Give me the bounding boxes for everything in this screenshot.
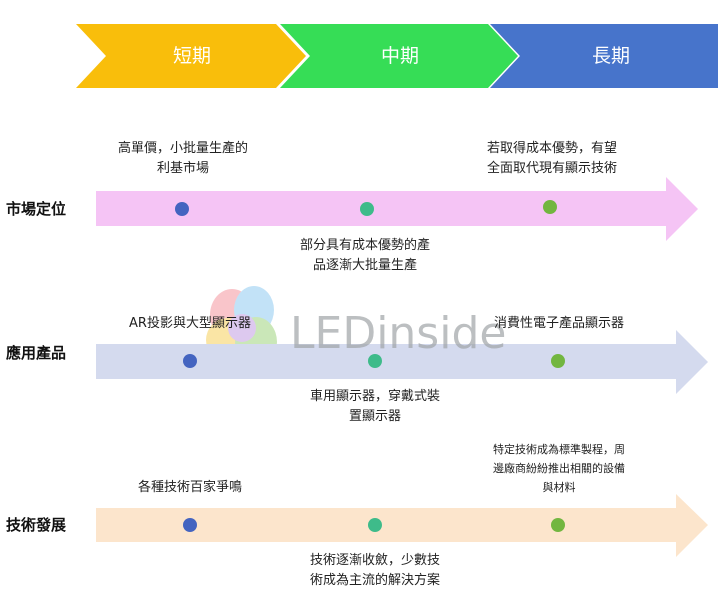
note-line: 與材料 bbox=[542, 481, 576, 494]
note-line: 車用顯示器，穿戴式裝 bbox=[309, 389, 440, 404]
phase-chevron-short bbox=[76, 24, 306, 88]
note-line: 高單價，小批量生產的 bbox=[117, 141, 248, 156]
note-line: 技術逐漸收斂，少數技 bbox=[309, 553, 440, 568]
row-title-applications: 應用產品 bbox=[6, 344, 67, 362]
row-arrow-technology bbox=[96, 494, 708, 557]
logo-petal bbox=[228, 314, 256, 342]
timeline-dot-mid bbox=[368, 354, 382, 368]
note-line: 利基市場 bbox=[156, 161, 209, 176]
note-line: 特定技術成為標準製程，周 bbox=[493, 443, 625, 456]
phase-label-long: 長期 bbox=[591, 45, 630, 67]
phase-chevron-long bbox=[490, 24, 718, 88]
note-line: AR投影與大型顯示器 bbox=[129, 316, 251, 331]
note-application-long: 消費性電子產品顯示器 bbox=[474, 314, 644, 334]
note-line: 置顯示器 bbox=[348, 409, 401, 424]
note-line: 品逐漸大批量生產 bbox=[312, 258, 417, 273]
row-title-technology: 技術發展 bbox=[6, 516, 67, 534]
timeline-dot-short bbox=[183, 518, 197, 532]
timeline-dot-long bbox=[551, 354, 565, 368]
note-technology-short: 各種技術百家爭鳴 bbox=[120, 478, 260, 498]
row-arrow-application bbox=[96, 330, 708, 394]
timeline-dot-short bbox=[183, 354, 197, 368]
note-market-short: 高單價，小批量生產的 利基市場 bbox=[98, 139, 268, 179]
note-line: 邊廠商紛紛推出相關的設備 bbox=[493, 462, 625, 475]
timeline-dot-mid bbox=[360, 202, 374, 216]
timeline-dot-long bbox=[551, 518, 565, 532]
phase-label-mid: 中期 bbox=[380, 45, 419, 67]
note-technology-long: 特定技術成為標準製程，周 邊廠商紛紛推出相關的設備 與材料 bbox=[470, 440, 648, 497]
note-application-mid: 車用顯示器，穿戴式裝 置顯示器 bbox=[290, 387, 460, 427]
phase-label-short: 短期 bbox=[172, 45, 211, 67]
note-technology-mid: 技術逐漸收斂，少數技 術成為主流的解決方案 bbox=[290, 551, 460, 591]
note-application-short: AR投影與大型顯示器 bbox=[110, 314, 270, 334]
note-line: 術成為主流的解決方案 bbox=[309, 573, 440, 588]
phase-chevron-mid bbox=[280, 24, 518, 88]
note-line: 消費性電子產品顯示器 bbox=[493, 316, 624, 331]
row-arrow-market bbox=[96, 177, 698, 241]
watermark-text: LEDinside bbox=[290, 308, 507, 359]
note-market-long: 若取得成本優勢，有望 全面取代現有顯示技術 bbox=[462, 139, 642, 179]
row-title-market-positioning: 市場定位 bbox=[6, 200, 67, 218]
timeline-dot-mid bbox=[368, 518, 382, 532]
note-line: 若取得成本優勢，有望 bbox=[486, 141, 617, 156]
note-line: 全面取代現有顯示技術 bbox=[486, 161, 617, 176]
timeline-dot-long bbox=[543, 200, 557, 214]
note-market-mid: 部分具有成本優勢的產 品逐漸大批量生產 bbox=[280, 236, 450, 276]
note-line: 各種技術百家爭鳴 bbox=[137, 480, 242, 495]
timeline-dot-short bbox=[175, 202, 189, 216]
note-line: 部分具有成本優勢的產 bbox=[299, 238, 430, 253]
